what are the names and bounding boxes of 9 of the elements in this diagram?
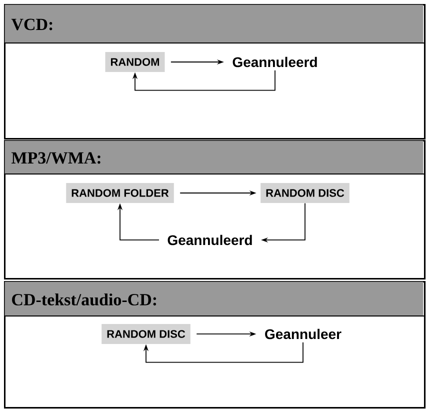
key-label: RANDOM DISC [102, 324, 190, 344]
key-label: RANDOM [105, 52, 165, 72]
status-text: Geannuleer [265, 328, 342, 340]
key-label: RANDOM FOLDER [66, 183, 174, 203]
key-label: RANDOM DISC [260, 183, 350, 203]
arrow [132, 70, 276, 91]
status-text: Geannuleerd [168, 234, 252, 246]
status-text: Geannuleerd [232, 56, 317, 68]
arrow [143, 342, 304, 363]
